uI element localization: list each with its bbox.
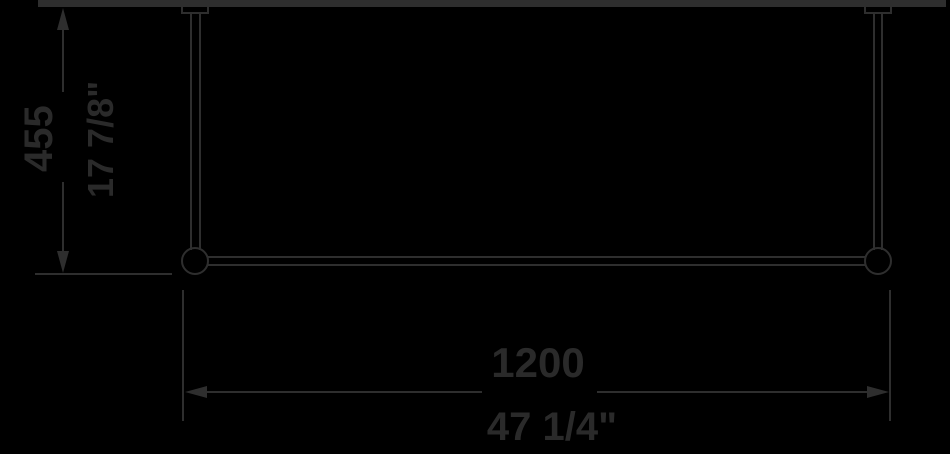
ceiling-bar bbox=[38, 0, 946, 7]
width-dimension-line bbox=[182, 290, 891, 421]
horizontal-rail bbox=[207, 256, 866, 266]
height-imperial-label: 17 7/8" bbox=[80, 81, 121, 198]
right-joint bbox=[864, 247, 892, 275]
height-metric-label: 455 bbox=[17, 105, 61, 172]
left-mount bbox=[181, 7, 209, 250]
width-imperial-label: 47 1/4" bbox=[487, 405, 617, 449]
width-metric-label: 1200 bbox=[491, 339, 584, 386]
right-mount bbox=[864, 7, 892, 250]
height-dimension-line bbox=[35, 8, 172, 275]
left-joint bbox=[181, 247, 209, 275]
